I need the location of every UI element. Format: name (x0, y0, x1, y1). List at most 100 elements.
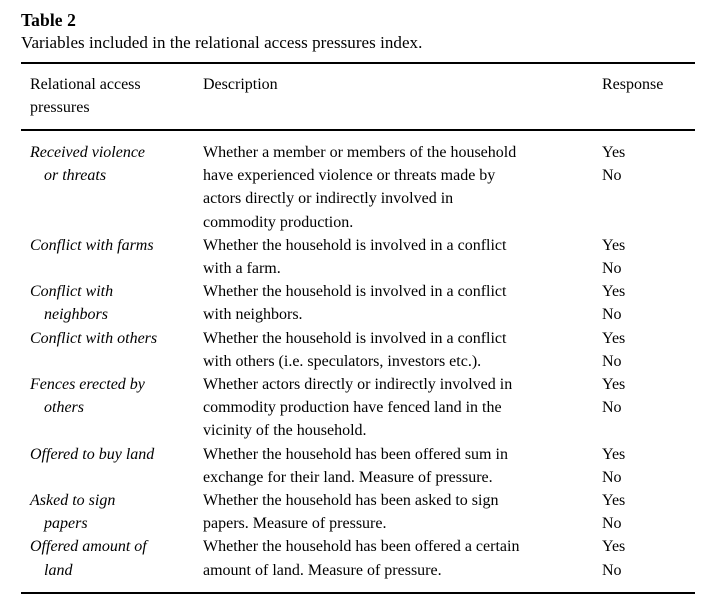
description-line: with others (i.e. speculators, investors… (203, 352, 482, 370)
description-line: Whether the household has been offered a… (203, 538, 520, 556)
row-variable-label: Conflict with others (21, 327, 203, 373)
row-description-content: Whether the household is involved in a c… (203, 280, 595, 326)
variable-label-line: Fences erected by (30, 376, 145, 394)
relational-access-pressures-table: Relational access pressures Description R… (21, 64, 695, 129)
row-description-content: Whether the household has been offered s… (203, 443, 595, 489)
description-line: with a farm. (203, 260, 281, 278)
response-option: No (602, 468, 622, 486)
row-variable-label-content: Conflict with neighbors (21, 280, 203, 326)
variable-label-line: Conflict with (30, 283, 114, 301)
table-caption-text: Variables included in the relational acc… (21, 33, 423, 52)
description-line: Whether the household is involved in a c… (203, 329, 507, 347)
column-header-label-lines: Relational access pressures (21, 64, 203, 129)
variable-label-line: Conflict with others (30, 329, 158, 347)
row-description-content: Whether the household is involved in a c… (203, 234, 595, 280)
column-header-relational-access-pressures: Relational access pressures (21, 64, 203, 129)
description-line: vicinity of the household. (203, 422, 367, 440)
description-line: Whether the household has been offered s… (203, 445, 508, 463)
column-header-line: Relational access (30, 76, 141, 93)
description-line: papers. Measure of pressure. (203, 515, 387, 533)
row-variable-label: Conflict with neighbors (21, 280, 203, 326)
table-header: Relational access pressures Description R… (21, 64, 695, 129)
row-variable-label-content: Conflict with farms (21, 234, 203, 257)
response-option: No (602, 352, 622, 370)
row-description-content: Whether actors directly or indirectly in… (203, 373, 595, 443)
row-description-content: Whether the household has been asked to … (203, 489, 595, 535)
row-variable-label-content: Offered to buy land (21, 443, 203, 466)
response-option: Yes (602, 538, 626, 556)
response-option: No (602, 399, 622, 417)
row-description-content: Whether a member or members of the house… (203, 131, 595, 234)
response-option: Yes (602, 283, 626, 301)
row-description: Whether the household is involved in a c… (203, 234, 595, 280)
table-row: Conflict with farms Whether the household… (21, 234, 695, 280)
table-top-rule (21, 62, 695, 64)
response-option: No (602, 260, 622, 278)
column-header-line: pressures (30, 99, 90, 116)
variable-label-line: Conflict with farms (30, 236, 154, 254)
row-description: Whether the household has been offered a… (203, 535, 595, 591)
variable-label-line: Received violence (30, 144, 146, 161)
table-body: Received violence or threats Whether a mem… (21, 131, 695, 592)
description-line: with neighbors. (203, 306, 303, 324)
column-header-description-lines: Description (203, 64, 595, 106)
variable-label-line: Offered amount of (30, 538, 147, 556)
response-option: Yes (602, 445, 626, 463)
row-variable-label-content: Received violence or threats (21, 131, 203, 187)
row-variable-label: Received violence or threats (21, 131, 203, 234)
description-line: Whether a member or members of the house… (203, 144, 517, 161)
table-row: Conflict with others Whether the househol… (21, 327, 695, 373)
response-option: Yes (602, 144, 626, 161)
row-description-content: Whether the household has been offered a… (203, 535, 595, 591)
response-option: No (602, 561, 622, 579)
variable-label-line: neighbors (44, 306, 108, 324)
description-line: commodity production have fenced land in… (203, 399, 502, 417)
response-option: No (602, 306, 622, 324)
response-option: Yes (602, 492, 626, 510)
variable-label-line: papers (44, 515, 88, 533)
table-row: Conflict with neighbors Whether the househ… (21, 280, 695, 326)
table-header-rule (21, 129, 695, 131)
table-caption-block: Table 2 Variables included in the relati… (21, 0, 695, 55)
description-line: Whether the household is involved in a c… (203, 283, 507, 301)
description-line: amount of land. Measure of pressure. (203, 561, 442, 579)
variable-label-line: or threats (44, 167, 107, 185)
description-line: actors directly or indirectly involved i… (203, 190, 454, 208)
row-description: Whether the household has been offered s… (203, 443, 595, 489)
description-line: Whether the household is involved in a c… (203, 236, 507, 254)
relational-access-pressures-table-body: Received violence or threats Whether a mem… (21, 131, 695, 592)
response-option: No (602, 167, 622, 185)
row-description-content: Whether the household is involved in a c… (203, 327, 595, 373)
table-row: Received violence or threats Whether a mem… (21, 131, 695, 234)
description-line: commodity production. (203, 213, 354, 231)
description-line: have experienced violence or threats mad… (203, 167, 496, 185)
row-description: Whether the household is involved in a c… (203, 280, 595, 326)
column-header-line: Description (203, 76, 278, 93)
description-line: Whether the household has been asked to … (203, 492, 499, 510)
column-header-response-lines: Response (595, 64, 695, 106)
column-header-description: Description (203, 64, 595, 129)
